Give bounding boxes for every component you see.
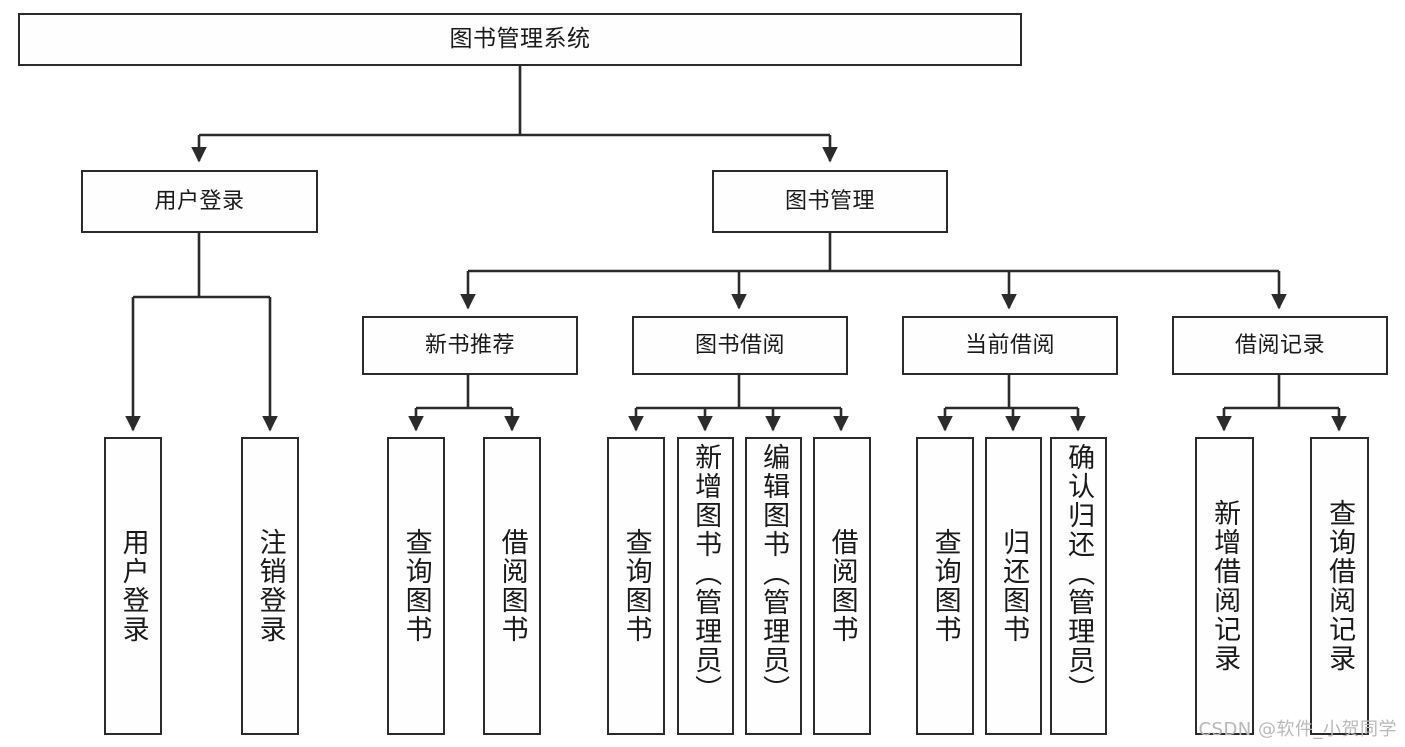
leaf-user-login[interactable]: 用户登录 [104,437,162,735]
leaf-add-book-admin[interactable]: 新增图书（管理员） [677,437,734,735]
node-borrow-record[interactable]: 借阅记录 [1172,316,1388,375]
node-book-management[interactable]: 图书管理 [712,170,948,233]
node-root-system[interactable]: 图书管理系统 [18,13,1022,66]
node-label: 确认归还（管理员） [1063,443,1095,704]
leaf-confirm-return-admin[interactable]: 确认归还（管理员） [1050,437,1107,735]
node-user-login[interactable]: 用户登录 [81,170,318,233]
node-label: 图书管理系统 [449,26,591,52]
leaf-return-book[interactable]: 归还图书 [985,437,1042,735]
node-label: 查询借阅记录 [1324,499,1356,673]
leaf-borrow-book-recommend[interactable]: 借阅图书 [483,437,541,735]
node-label: 图书借阅 [694,332,785,358]
node-label: 当前借阅 [964,332,1055,358]
node-label: 用户登录 [117,528,149,644]
leaf-edit-book-admin[interactable]: 编辑图书（管理员） [745,437,802,735]
node-label: 借阅记录 [1234,332,1325,358]
node-label: 查询图书 [400,528,432,644]
node-book-borrow[interactable]: 图书借阅 [632,316,848,375]
node-new-book-recommend[interactable]: 新书推荐 [362,316,578,375]
leaf-add-borrow-record[interactable]: 新增借阅记录 [1195,437,1254,735]
node-label: 图书管理 [784,188,875,214]
node-label: 新书推荐 [424,332,515,358]
csdn-watermark: CSDN @软件_小贺同学 [1198,719,1397,740]
node-label: 编辑图书（管理员） [758,443,790,704]
leaf-borrow-book[interactable]: 借阅图书 [813,437,871,735]
leaf-query-borrow-record[interactable]: 查询借阅记录 [1310,437,1369,735]
leaf-query-book-current[interactable]: 查询图书 [916,437,974,735]
node-label: 借阅图书 [496,528,528,644]
node-label: 查询图书 [620,528,652,644]
leaf-query-book-borrow[interactable]: 查询图书 [607,437,665,735]
node-label: 查询图书 [929,528,961,644]
leaf-logout[interactable]: 注销登录 [241,437,299,735]
node-label: 借阅图书 [826,528,858,644]
node-label: 用户登录 [154,188,245,214]
node-label: 新增图书（管理员） [690,443,722,704]
node-current-borrow[interactable]: 当前借阅 [902,316,1118,375]
node-label: 归还图书 [998,528,1030,644]
node-label: 注销登录 [254,528,286,644]
node-label: 新增借阅记录 [1209,499,1241,673]
leaf-query-book-recommend[interactable]: 查询图书 [387,437,445,735]
